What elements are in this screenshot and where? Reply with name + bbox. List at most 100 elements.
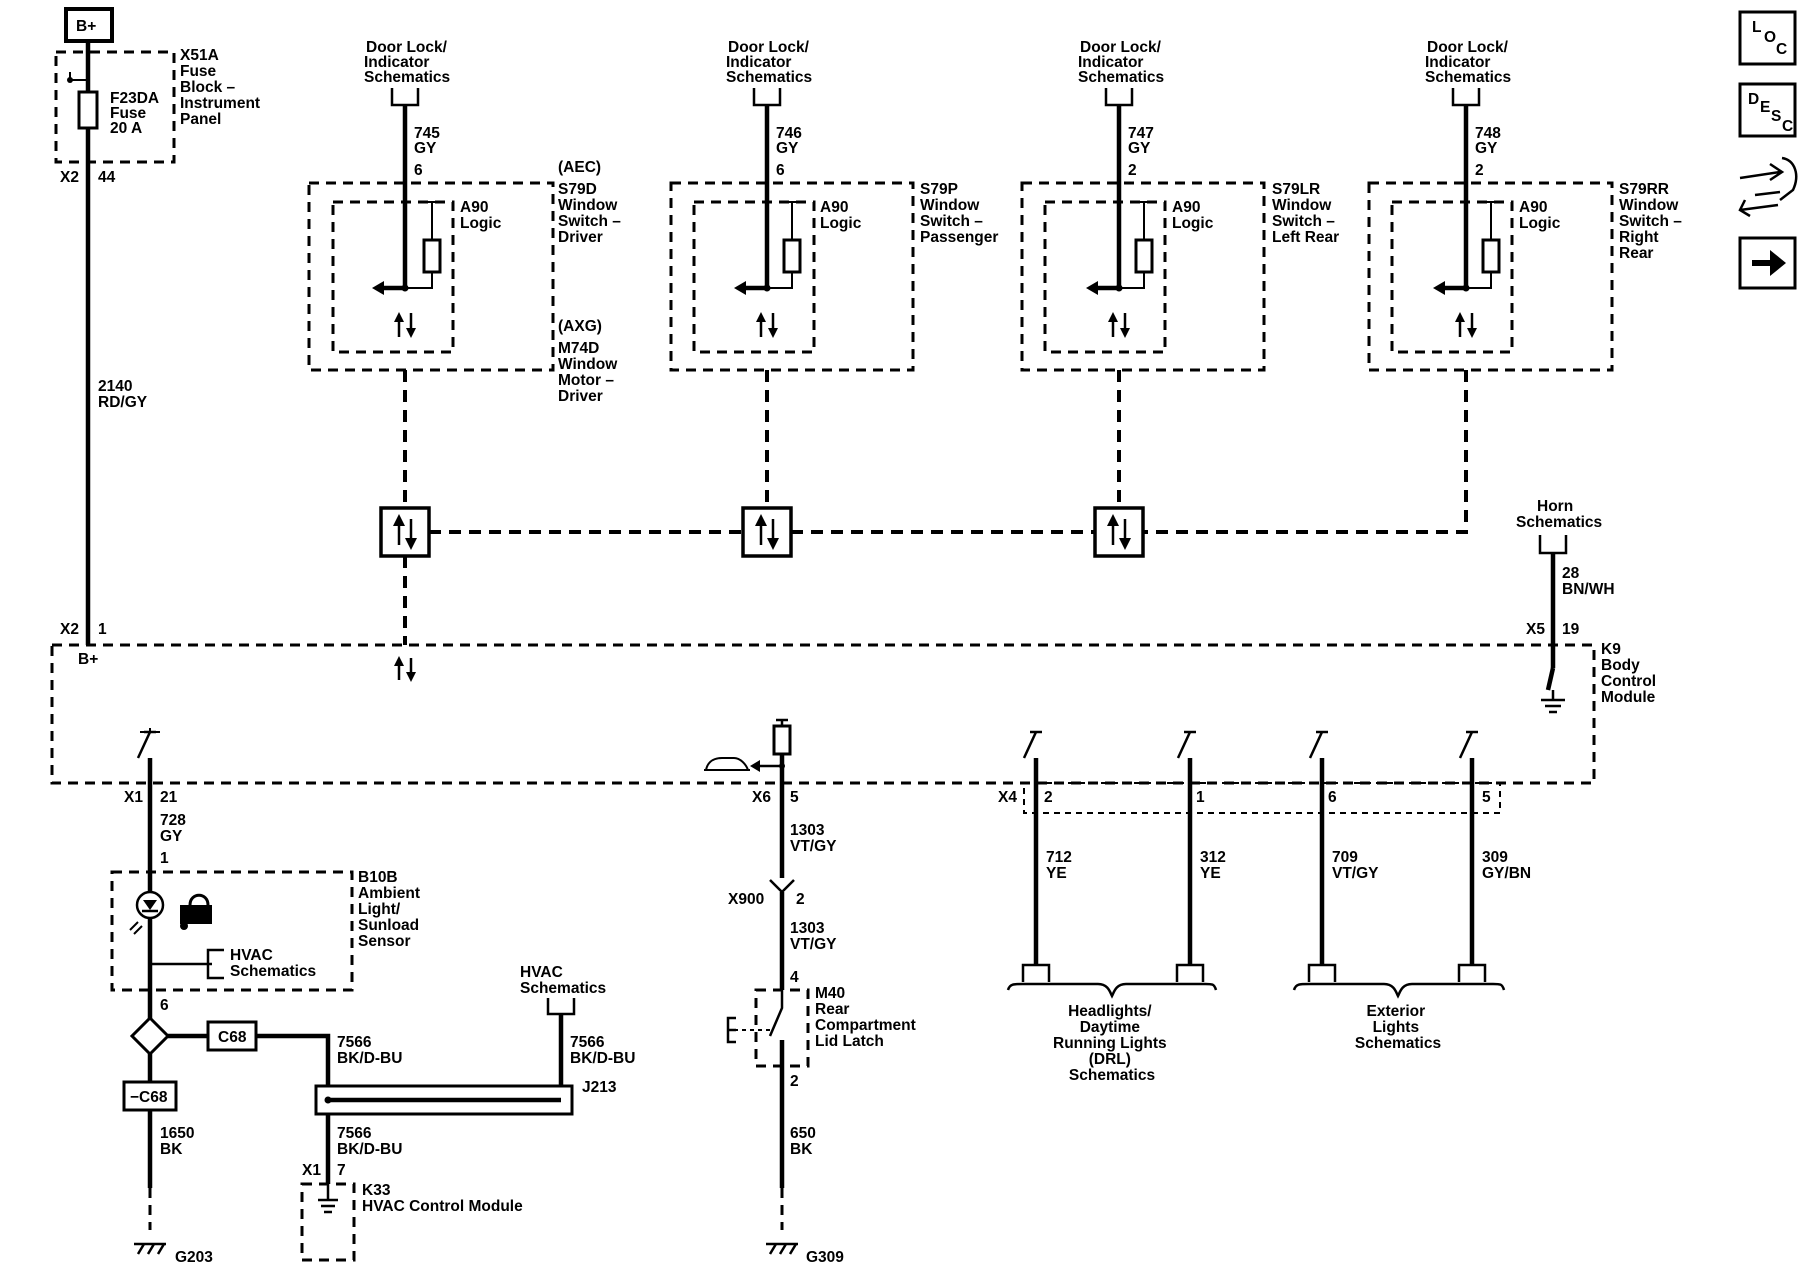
logic-label: A90 [820, 199, 848, 216]
logic-label: Logic [1519, 215, 1561, 232]
bplus-label: B+ [76, 18, 96, 35]
wire-color: VT/GY [1332, 865, 1379, 882]
arrow-up-down-icon [394, 656, 416, 682]
connector-label: X900 [728, 891, 764, 908]
serial-data-bus [379, 370, 1468, 645]
bcm-switch-1 [1022, 730, 1042, 783]
door-lock-ref: Door Lock/ Indicator Schematics [726, 39, 813, 86]
wire-number: 728 [160, 812, 186, 829]
pin-label: 21 [160, 789, 178, 806]
x900-connector [769, 879, 795, 894]
arrow-up-down-icon [1093, 506, 1145, 558]
loc-icon[interactable]: L O C [1738, 10, 1797, 66]
wire-2140-label: 2140 RD/GY [98, 378, 148, 411]
connector-label: X4 [998, 789, 1017, 806]
logic-label: Logic [460, 215, 502, 232]
fuse-block-outline [54, 50, 176, 164]
k33-label: HVAC Control Module [362, 1198, 523, 1215]
wire-number: 748 [1475, 125, 1501, 142]
wire-color: YE [1046, 865, 1067, 882]
pin-label: 4 [790, 969, 799, 986]
pin-label: 6 [414, 162, 423, 179]
latch-label: M40 Rear Compartment Lid Latch [815, 985, 920, 1050]
connector-label: X2 [60, 621, 79, 638]
ground-label: G309 [806, 1249, 844, 1266]
arrow-up-down-icon [741, 506, 793, 558]
door-lock-ref: Door Lock/ Indicator Schematics [364, 39, 451, 86]
drl-brace [1006, 982, 1218, 999]
logic-label: Logic [1172, 215, 1214, 232]
wire-number: 709 [1332, 849, 1358, 866]
wire-color: BK/D-BU [337, 1141, 402, 1158]
wire-color: BN/WH [1562, 581, 1615, 598]
wire-number: 1303 [790, 920, 825, 937]
pin-label: 1 [98, 621, 107, 638]
connector-label: X1 [302, 1162, 321, 1179]
desc-letter: E [1760, 99, 1770, 116]
option-tag: (AXG) [558, 318, 602, 335]
option-tag: (AEC) [558, 159, 601, 176]
switch-name: S79D Window Switch – Driver [558, 181, 625, 246]
pin-label: 2 [1475, 162, 1484, 179]
pin-label: 1 [1196, 789, 1205, 806]
fuse-label: F23DA Fuse 20 A [110, 90, 163, 137]
pin-label: 5 [790, 789, 799, 806]
wire-number: 312 [1200, 849, 1226, 866]
k33-label: K33 [362, 1182, 391, 1199]
bcm-output-x6 [704, 718, 792, 783]
fuse-block-label: X51A Fuse Block – Instrument Panel [180, 47, 264, 128]
door-lock-ref: Door Lock/ Indicator Schematics [1078, 39, 1165, 86]
wire-color: BK [790, 1141, 813, 1158]
hvac-ref: HVAC [230, 947, 273, 964]
wire-number: 7566 [570, 1034, 605, 1051]
wire-number: 747 [1128, 125, 1154, 142]
arrow-up-down-icon [379, 506, 431, 558]
loc-letter: L [1752, 19, 1761, 36]
switch-name: S79RR Window Switch – Right Rear [1619, 181, 1686, 262]
desc-letter: S [1771, 108, 1781, 125]
x4-connector [1023, 782, 1501, 814]
wire-color: GY [1128, 140, 1151, 157]
fuse-f23da [67, 52, 99, 162]
right-outputs: X4 2 1 6 5 712 YE 312 YE 709 VT/GY 309 G… [998, 782, 1531, 1084]
horn-ref: Schematics [1516, 514, 1602, 531]
mid-branch: X6 5 1303 VT/GY X900 2 1303 VT/GY 4 M40 … [726, 783, 920, 1266]
loc-letter: C [1776, 41, 1787, 58]
hvac-ref: Schematics [520, 980, 606, 997]
switch-left-rear: Door Lock/ Indicator Schematics 747 GY 2… [1020, 39, 1339, 372]
desc-icon[interactable]: D E S C [1738, 82, 1797, 138]
pin-label: 6 [160, 997, 169, 1014]
wire-color: BK [160, 1141, 183, 1158]
wire-number: 7566 [337, 1125, 372, 1142]
pin-label: 2 [1044, 789, 1053, 806]
ground-icon [1541, 690, 1565, 714]
hvac-ref: HVAC [520, 964, 563, 981]
pin-label: 2 [1128, 162, 1137, 179]
next-arrow-icon[interactable] [1738, 236, 1797, 290]
arrow-up-down-icon [394, 312, 416, 338]
wire-color: YE [1200, 865, 1221, 882]
arrow-up-down-icon [756, 312, 778, 338]
wire-color: GY [414, 140, 437, 157]
vehicle-icon [704, 757, 750, 771]
lock-icon [180, 893, 212, 930]
splice-label: J213 [582, 1079, 617, 1096]
wire-color: VT/GY [790, 838, 837, 855]
wire-color: GY [776, 140, 799, 157]
wire-number: 7566 [337, 1034, 372, 1051]
door-lock-ref: Door Lock/ Indicator Schematics [1425, 39, 1512, 86]
ground-icon [766, 1242, 798, 1255]
logic-label: A90 [460, 199, 488, 216]
logic-label: A90 [1519, 199, 1547, 216]
horn-input: Horn Schematics 28 BN/WH X5 19 [1516, 498, 1615, 714]
bcm-switch-4 [1458, 730, 1478, 783]
bcm-name: K9 Body Control Module [1601, 641, 1660, 706]
connector-label: X2 [60, 169, 79, 186]
wire-number: 28 [1562, 565, 1580, 582]
exterior-ref: Exterior Lights Schematics [1355, 1003, 1441, 1052]
pin-label: 1 [160, 850, 169, 867]
ground-icon [134, 1242, 166, 1255]
switch-name: S79P Window Switch – Passenger [920, 181, 998, 246]
connector-diagnostic-icon[interactable] [1738, 156, 1798, 218]
